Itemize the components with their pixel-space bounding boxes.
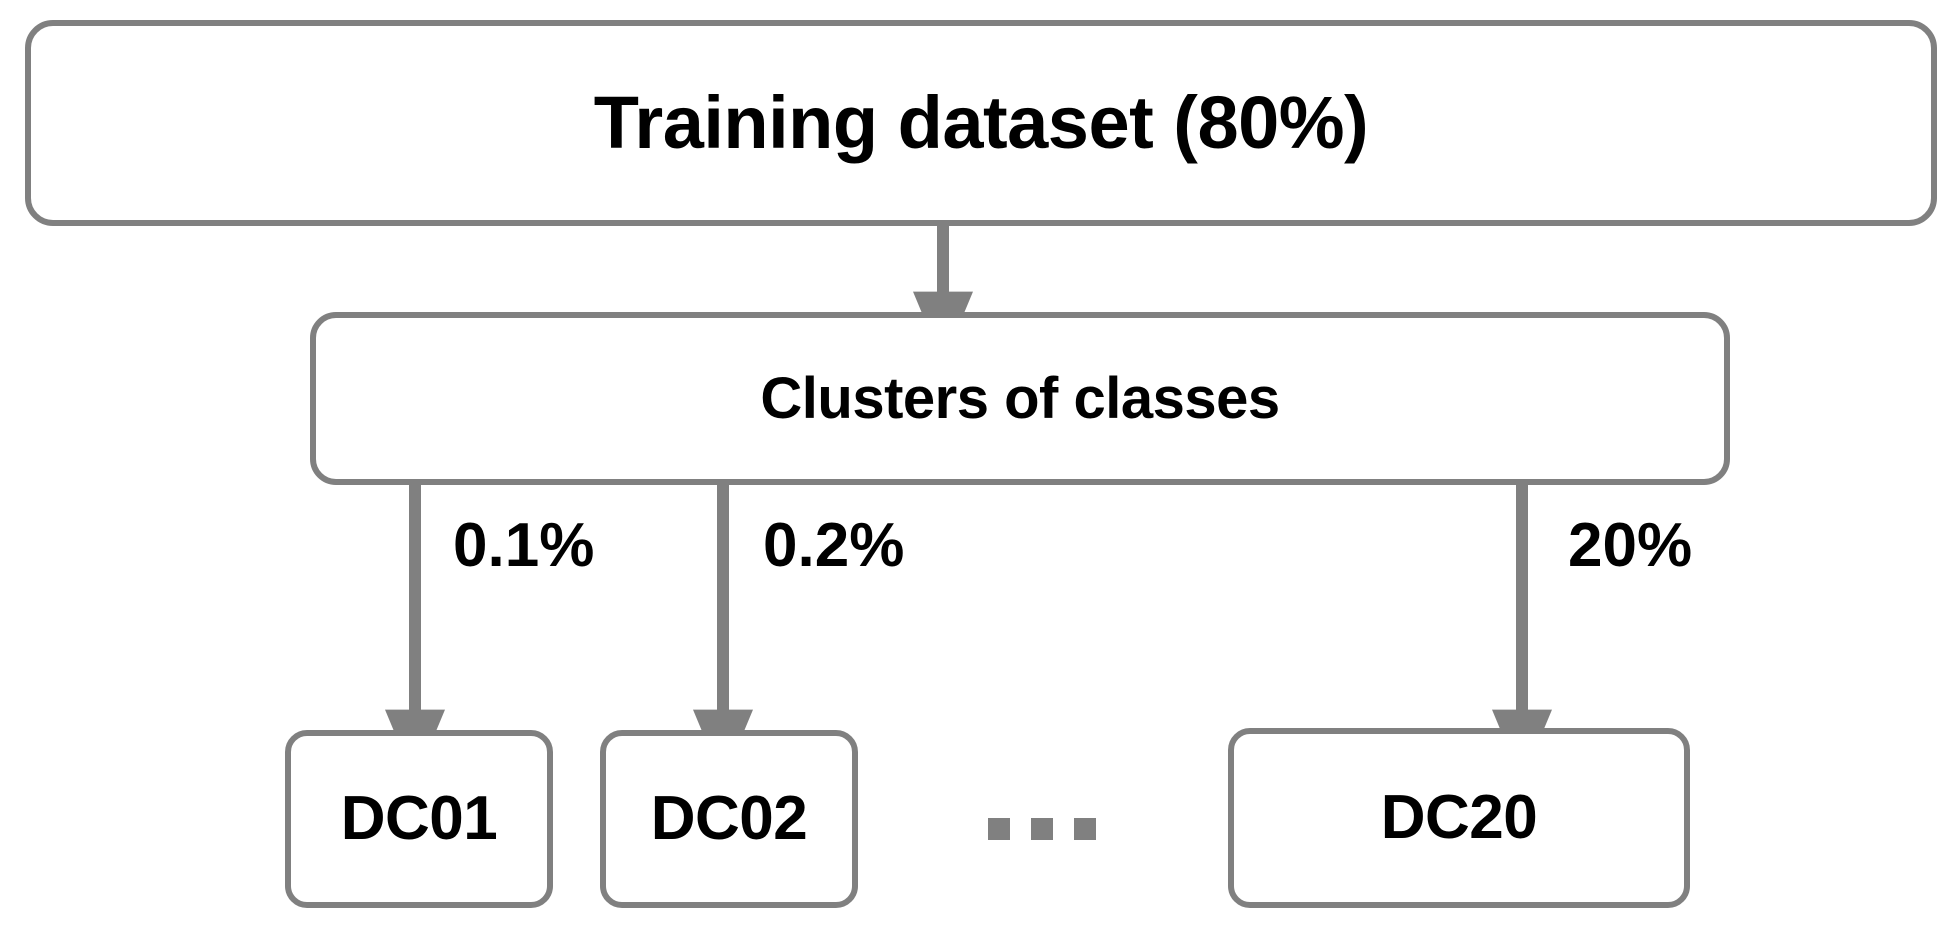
- ellipsis-dot-2: [1031, 818, 1053, 840]
- node-clusters-of-classes-label: Clusters of classes: [760, 365, 1280, 431]
- ellipsis-dot-3: [1074, 818, 1096, 840]
- node-training-dataset[interactable]: Training dataset (80%): [25, 20, 1937, 226]
- edge-label-dc20-percent: 20%: [1568, 511, 1693, 580]
- ellipsis-icon: [988, 818, 1096, 840]
- edge-label-dc02-percent: 0.2%: [763, 511, 905, 580]
- edge-label-dc01-percent: 0.1%: [453, 511, 595, 580]
- node-dc02[interactable]: DC02: [600, 730, 858, 908]
- node-dc01[interactable]: DC01: [285, 730, 553, 908]
- node-dc20-label: DC20: [1380, 783, 1538, 852]
- node-training-dataset-label: Training dataset (80%): [593, 81, 1369, 164]
- ellipsis-dot-1: [988, 818, 1010, 840]
- node-dc01-label: DC01: [340, 784, 498, 853]
- node-dc20[interactable]: DC20: [1228, 728, 1690, 908]
- node-clusters-of-classes[interactable]: Clusters of classes: [310, 312, 1730, 485]
- node-dc02-label: DC02: [650, 784, 808, 853]
